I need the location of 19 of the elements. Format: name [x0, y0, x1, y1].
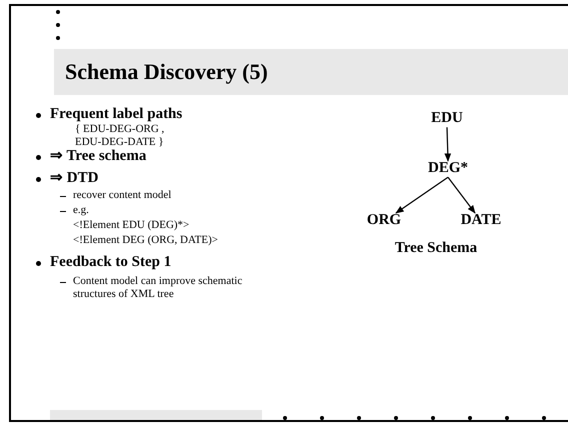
tree-node-label: EDU	[431, 110, 463, 128]
bullet-heading: Frequent label paths	[50, 106, 182, 124]
bullet-text: { EDU-DEG-ORG , EDU-DEG-DATE }	[75, 123, 166, 148]
bullet-text: <!Element EDU (DEG)*>	[73, 219, 190, 232]
tree-node-label: DATE	[460, 212, 502, 230]
bullet-text: Content model can improve schematic structures of XML tree	[73, 275, 244, 300]
slide-title: Schema Discovery (5)	[65, 59, 268, 84]
tree-node-label: DEG*	[428, 160, 468, 178]
arrow	[444, 127, 452, 162]
bullet-text: <!Element DEG (ORG, DATE)>	[73, 234, 218, 247]
bullet-heading: Tree Schema	[394, 240, 478, 258]
arrow	[448, 176, 476, 214]
bullet-heading: ⇒ Tree schema	[50, 148, 146, 166]
tree-node-label: ORG	[366, 212, 402, 230]
bullet-heading: ⇒ DTD	[50, 170, 98, 188]
bullet-text: e.g.	[73, 204, 89, 217]
arrow	[395, 176, 448, 214]
bullet-heading: Feedback to Step 1	[50, 254, 172, 272]
bullet-text: recover content model	[73, 189, 172, 202]
